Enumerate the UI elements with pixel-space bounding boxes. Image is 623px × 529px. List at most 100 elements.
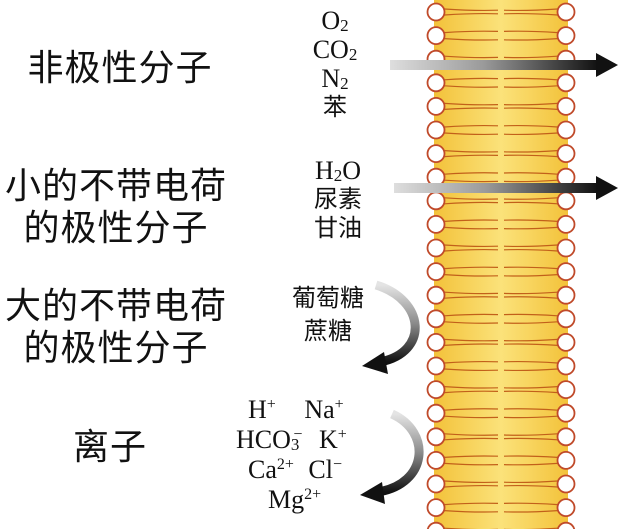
phospholipid-head [426, 2, 446, 22]
lipid-tail [503, 390, 558, 394]
lipid-tail [444, 321, 499, 324]
category-label-large-polar: 大的不带电荷 的极性分子 [0, 286, 232, 370]
molecule-list-small-polar: H2O 尿素 甘油 [290, 156, 386, 243]
lipid-tail [503, 408, 558, 411]
phospholipid-head [426, 403, 446, 423]
lipid-tail [503, 8, 558, 12]
phospholipid-head [556, 214, 576, 234]
lipid-tail [503, 132, 558, 136]
lipid-tail [444, 266, 499, 270]
ion-na: Na+ [304, 395, 344, 424]
phospholipid-head [426, 26, 446, 45]
lipid-tail [444, 179, 499, 183]
phospholipid-head [426, 498, 446, 518]
phospholipid-head [426, 356, 446, 376]
lipid-tail [503, 244, 558, 248]
phospholipid-head [556, 144, 576, 164]
ion-list: H+ Na+ HCO3− K+ Ca2+ Cl− Mg2+ [228, 395, 388, 515]
lipid-tail [503, 226, 558, 230]
lipid-tail [503, 502, 558, 506]
ion-row-3: Ca2+ Cl− [228, 455, 388, 485]
lipid-tail [444, 8, 499, 12]
category-label-large-polar-line1: 大的不带电荷 [4, 286, 227, 327]
lipid-tail [503, 197, 558, 200]
category-label-small-polar: 小的不带电荷 的极性分子 [0, 166, 232, 250]
ion-cl: Cl− [308, 455, 343, 484]
lipid-tail [444, 502, 499, 506]
phospholipid-head [426, 97, 446, 116]
lipid-tail [503, 30, 558, 34]
lipid-tail [444, 484, 499, 488]
ion-hco3: HCO3− [236, 425, 303, 454]
lipid-tail [503, 172, 558, 175]
phospholipid-head [556, 285, 576, 305]
phospholipid-head [426, 120, 446, 140]
lipid-tail [444, 124, 499, 128]
phospholipid-head [556, 403, 576, 423]
phospholipid-head [426, 521, 446, 529]
molecule-o2: O2 [321, 6, 349, 35]
lipid-tail [444, 386, 499, 389]
ion-mg: Mg2+ [268, 485, 322, 514]
lipid-tail [503, 77, 558, 81]
lipid-tail [503, 360, 558, 364]
molecule-list-large-polar: 葡萄糖 蔗糖 [278, 284, 378, 346]
lipid-tail [503, 455, 558, 458]
lipid-tail [503, 219, 558, 222]
lipid-tail [503, 462, 558, 466]
molecule-glycerol: 甘油 [314, 214, 362, 242]
lipid-tail [444, 197, 499, 200]
phospholipid-head [426, 474, 446, 494]
phospholipid-head [426, 309, 446, 329]
lipid-tail [503, 154, 558, 158]
lipid-tail [444, 85, 499, 88]
molecule-benzene: 苯 [323, 93, 347, 121]
lipid-tail [503, 201, 558, 205]
lipid-tail [444, 360, 499, 364]
phospholipid-head [556, 427, 576, 447]
phospholipid-head [426, 380, 446, 400]
phospholipid-head [556, 332, 576, 352]
category-label-large-polar-line2: 的极性分子 [23, 328, 209, 369]
lipid-tail [444, 437, 499, 441]
lipid-tail [444, 55, 499, 59]
phospholipid-head [426, 214, 446, 234]
lipid-tail [444, 248, 499, 252]
lipid-tail [503, 266, 558, 270]
lipid-tail [503, 437, 558, 441]
lipid-tail [444, 132, 499, 136]
lipid-tail [503, 343, 558, 346]
lipid-tail [503, 415, 558, 419]
phospholipid-heads-right [556, 2, 576, 529]
lipid-tail [444, 226, 499, 230]
lipid-tail [503, 321, 558, 324]
lipid-tail [444, 102, 499, 106]
molecule-water: H2O [314, 156, 362, 185]
molecule-co2: CO2 [312, 35, 358, 64]
phospholipid-head [426, 144, 446, 164]
lipid-tail [503, 291, 558, 295]
lipid-tail [503, 368, 558, 372]
ion-ca: Ca2+ [248, 455, 294, 484]
lipid-tail [503, 85, 558, 88]
molecule-sucrose: 蔗糖 [304, 317, 352, 345]
lipid-tail [444, 30, 499, 34]
category-label-nonpolar: 非极性分子 [27, 48, 213, 89]
ion-row-2: HCO3− K+ [228, 425, 388, 455]
membrane-core [434, 0, 568, 529]
lipid-tail [444, 274, 499, 277]
pass-through-arrow-nonpolar [390, 53, 618, 77]
phospholipid-head [556, 26, 576, 45]
molecule-n2: N2 [321, 64, 349, 93]
pass-through-arrow-small-polar [394, 176, 618, 200]
lipid-tail [503, 124, 558, 128]
phospholipid-head [556, 73, 576, 93]
lipid-tail [503, 484, 558, 488]
lipid-tail [444, 368, 499, 372]
ion-row-4: Mg2+ [228, 485, 388, 515]
lipid-tail [503, 150, 558, 153]
lipid-tail [503, 433, 558, 436]
